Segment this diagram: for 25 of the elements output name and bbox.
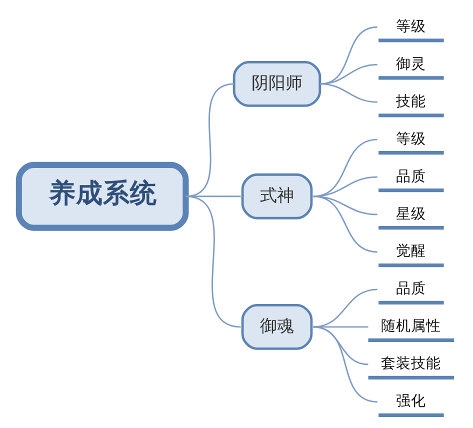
connector: [313, 326, 368, 365]
connector: [320, 26, 378, 84]
node-text: 随机属性: [381, 318, 442, 334]
node-box: 阴阳师: [232, 60, 322, 106]
node-text: 品质: [396, 168, 426, 184]
connector: [313, 288, 378, 328]
connector: [320, 82, 378, 102]
node-text: 套装技能: [381, 356, 442, 372]
connector: [186, 195, 241, 328]
node-text: 等级: [396, 18, 426, 34]
connector: [320, 63, 378, 84]
node-text: 强化: [396, 393, 426, 410]
node-text: 觉醒: [396, 243, 426, 260]
connector: [313, 195, 378, 252]
connector: [313, 195, 378, 215]
node-text: 等级: [396, 130, 426, 147]
node-box: 御魂: [241, 303, 313, 350]
connector: [313, 326, 378, 402]
node-text: 技能: [396, 93, 426, 110]
node-box: 养成系统: [16, 161, 189, 230]
node-text: 御灵: [396, 56, 426, 72]
node-text: 星级: [396, 206, 426, 222]
connector: [313, 326, 368, 328]
node-box: 式神: [241, 172, 313, 219]
node-text: 品质: [396, 280, 426, 297]
